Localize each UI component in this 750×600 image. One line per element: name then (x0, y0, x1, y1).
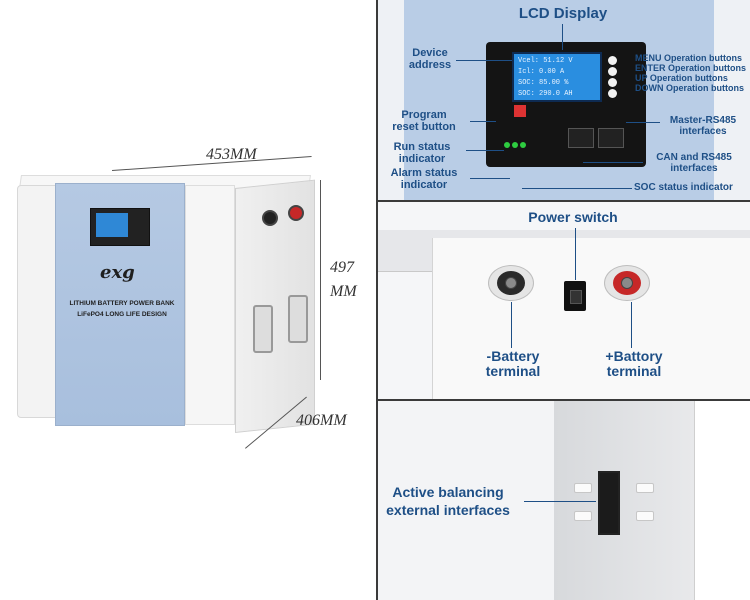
negative-terminal (488, 265, 534, 301)
power-switch-label: Power switch (528, 209, 618, 225)
program-reset-label: Program reset button (392, 109, 456, 133)
side-body (432, 238, 750, 399)
power-switch-leader (575, 228, 576, 280)
balancing-port (598, 471, 620, 535)
horizontal-divider-1 (378, 200, 750, 202)
positive-terminal (604, 265, 650, 301)
product-dimensions-panel: exg LITHIUM BATTERY POWER BANK LiFePO4 L… (17, 146, 357, 449)
positive-terminal-leader (631, 302, 632, 348)
run-led-icon (504, 142, 510, 148)
menu-button (608, 56, 617, 65)
can-rs485-leader (583, 162, 643, 163)
horizontal-divider-2 (378, 399, 750, 401)
positive-terminal-icon (288, 205, 304, 221)
lcd-line-3: SOC: 85.00 % (518, 79, 569, 87)
enter-button (608, 67, 617, 76)
product-line-2: LiFePO4 LONG LIFE DESIGN (77, 311, 167, 318)
balancing-detail: Active balancing external interfaces (378, 401, 750, 600)
lcd-line-2: Icl: 0.00 A (518, 68, 565, 76)
down-buttons-label: DOWN Operation buttons (635, 83, 744, 93)
mini-lcd-panel (90, 208, 150, 246)
dip-switch-icon (514, 105, 526, 117)
can-rs485-label: CAN and RS485 interfaces (656, 152, 732, 174)
rs485-port (598, 128, 624, 148)
soc-led-icon (520, 142, 526, 148)
run-status-label: Run status indicator (393, 141, 451, 165)
terminals-detail: Power switch -Battery terminal +Battory … (378, 202, 750, 399)
balancing-leader (524, 501, 596, 502)
down-button (608, 89, 617, 98)
menu-buttons-label: MENU Operation buttons (635, 53, 742, 63)
brand-logo: exg (100, 262, 135, 283)
height-dimension-line (320, 180, 321, 380)
left-handle (253, 305, 273, 353)
height-dimension-value: 497 (330, 259, 354, 276)
product-line-1: LITHIUM BATTERY POWER BANK (69, 300, 175, 307)
height-dimension-unit: MM (330, 283, 357, 300)
master-rs485-label: Master-RS485 interfaces (669, 115, 737, 137)
can-port (568, 128, 594, 148)
front-edge (694, 401, 750, 600)
enter-buttons-label: ENTER Operation buttons (635, 63, 746, 73)
device-address-leader (456, 60, 512, 61)
lcd-line-4: SOC: 290.0 AH (518, 90, 573, 98)
width-dimension: 453MM (206, 146, 257, 163)
clip-bottom-right (636, 511, 654, 521)
lcd-screen: Vcel: 51.12 V Icl: 0.00 A SOC: 85.00 % S… (512, 52, 602, 102)
negative-terminal-nut-icon (505, 277, 517, 289)
soc-status-label: SOC status indicator (634, 182, 733, 193)
run-status-leader (466, 150, 504, 151)
clip-bottom-left (574, 511, 592, 521)
lcd-leader (562, 24, 563, 50)
lcd-display-label: LCD Display (518, 5, 608, 22)
device-address-label: Device address (408, 47, 452, 71)
lcd-line-1: Vcel: 51.12 V (518, 57, 573, 65)
clip-top-left (574, 483, 592, 493)
negative-terminal-icon (262, 210, 278, 226)
alarm-status-label: Alarm status indicator (390, 167, 458, 191)
vertical-divider (376, 0, 378, 600)
clip-top-right (636, 483, 654, 493)
up-buttons-label: UP Operation buttons (635, 73, 728, 83)
negative-terminal-leader (511, 302, 512, 348)
balancing-label: Active balancing external interfaces (386, 484, 510, 519)
positive-terminal-label: +Battory terminal (605, 348, 663, 379)
right-handle (288, 295, 308, 343)
master-rs485-leader (626, 122, 660, 123)
side-wall (554, 401, 694, 600)
up-button (608, 78, 617, 87)
program-reset-leader (470, 121, 496, 122)
depth-dimension: 406MM (296, 412, 347, 429)
alarm-led-icon (512, 142, 518, 148)
alarm-status-leader (470, 178, 510, 179)
power-switch (564, 281, 586, 311)
lcd-panel-detail: Vcel: 51.12 V Icl: 0.00 A SOC: 85.00 % S… (378, 0, 750, 200)
soc-status-leader (522, 188, 632, 189)
cabinet-right-frame (185, 185, 235, 425)
mini-lcd-screen (96, 213, 128, 237)
positive-terminal-nut-icon (621, 277, 633, 289)
cabinet-left-frame (17, 185, 57, 418)
negative-terminal-label: -Battery terminal (485, 348, 541, 379)
